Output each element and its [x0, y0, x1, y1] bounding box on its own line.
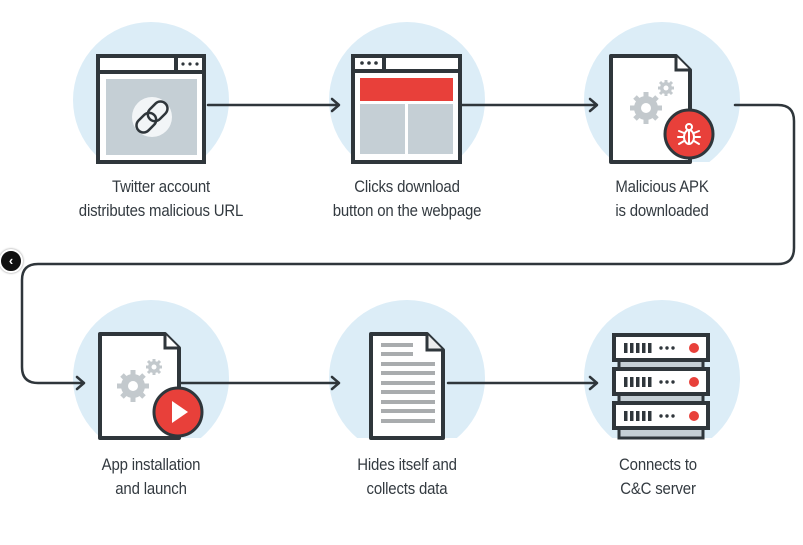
- server-dot: [665, 346, 669, 350]
- step-1-label: Twitter account distributes malicious UR…: [64, 175, 258, 223]
- server-vent-bar: [642, 411, 646, 421]
- server-vent-bar: [636, 343, 640, 353]
- webpage-download-button-icon: [351, 54, 462, 164]
- bug-icon: [677, 123, 701, 145]
- server-vent-bar: [642, 343, 646, 353]
- server-vent-bar: [624, 377, 628, 387]
- browser-link-icon: [96, 54, 206, 164]
- step-6-label-line-1: Connects to: [619, 455, 697, 474]
- server-vent-bar: [636, 411, 640, 421]
- arrowhead-4-5: [330, 375, 341, 391]
- server-dot: [665, 380, 669, 384]
- step-4-label-line-2: and launch: [115, 479, 187, 498]
- server-dot: [659, 346, 663, 350]
- server-vent-bar: [630, 411, 634, 421]
- back-button[interactable]: ‹: [0, 249, 23, 273]
- server-vent-bar: [648, 343, 652, 353]
- step-4-label-line-1: App installation: [101, 455, 201, 474]
- play-icon: [172, 401, 188, 423]
- server-vent-bar: [630, 377, 634, 387]
- server-vent-bar: [630, 343, 634, 353]
- download-button-bar: [360, 78, 453, 101]
- step-3-label-line-2: is downloaded: [615, 201, 709, 220]
- server-dot: [671, 414, 675, 418]
- gear-icon: [630, 80, 674, 124]
- server-vent-bar: [624, 343, 628, 353]
- chevron-left-icon: ‹: [8, 253, 14, 268]
- server-dot: [659, 380, 663, 384]
- document-data-icon: [369, 332, 445, 440]
- step-4-label: App installation and launch: [54, 453, 248, 501]
- gear-icon: [117, 359, 162, 402]
- server-vent-bar: [624, 411, 628, 421]
- server-dot: [659, 414, 663, 418]
- step-3-label: Malicious APK is downloaded: [565, 175, 759, 223]
- step-2-label-line-1: Clicks download: [354, 177, 460, 196]
- step-5-label-line-1: Hides itself and: [357, 455, 457, 474]
- server-vent-bar: [648, 377, 652, 387]
- server-vent-bar: [636, 377, 640, 387]
- server-rack-icon: [612, 333, 710, 440]
- server-status-light: [689, 343, 699, 353]
- arrowhead-5-6: [588, 375, 599, 391]
- malicious-apk-bug-icon: [609, 54, 715, 164]
- app-launch-play-icon: [98, 332, 204, 440]
- server-dot: [671, 380, 675, 384]
- arrowhead-3-4: [75, 375, 86, 391]
- arrowhead-2-3: [588, 97, 599, 113]
- server-dot: [665, 414, 669, 418]
- connector-3-4: [20, 103, 796, 385]
- server-status-light: [689, 377, 699, 387]
- server-vent-bar: [648, 411, 652, 421]
- server-vent-bar: [642, 377, 646, 387]
- server-dot: [671, 346, 675, 350]
- arrowhead-1-2: [330, 97, 341, 113]
- step-5-label-line-2: collects data: [366, 479, 448, 498]
- step-3-label-line-1: Malicious APK: [615, 177, 709, 196]
- step-1-label-line-2: distributes malicious URL: [78, 201, 244, 220]
- server-status-light: [689, 411, 699, 421]
- step-6-label: Connects to C&C server: [561, 453, 755, 501]
- step-5-label: Hides itself and collects data: [310, 453, 504, 501]
- step-2-label-line-2: button on the webpage: [332, 201, 482, 220]
- step-1-label-line-1: Twitter account: [112, 177, 210, 196]
- step-6-label-line-2: C&C server: [620, 479, 696, 498]
- step-2-label: Clicks download button on the webpage: [310, 175, 504, 223]
